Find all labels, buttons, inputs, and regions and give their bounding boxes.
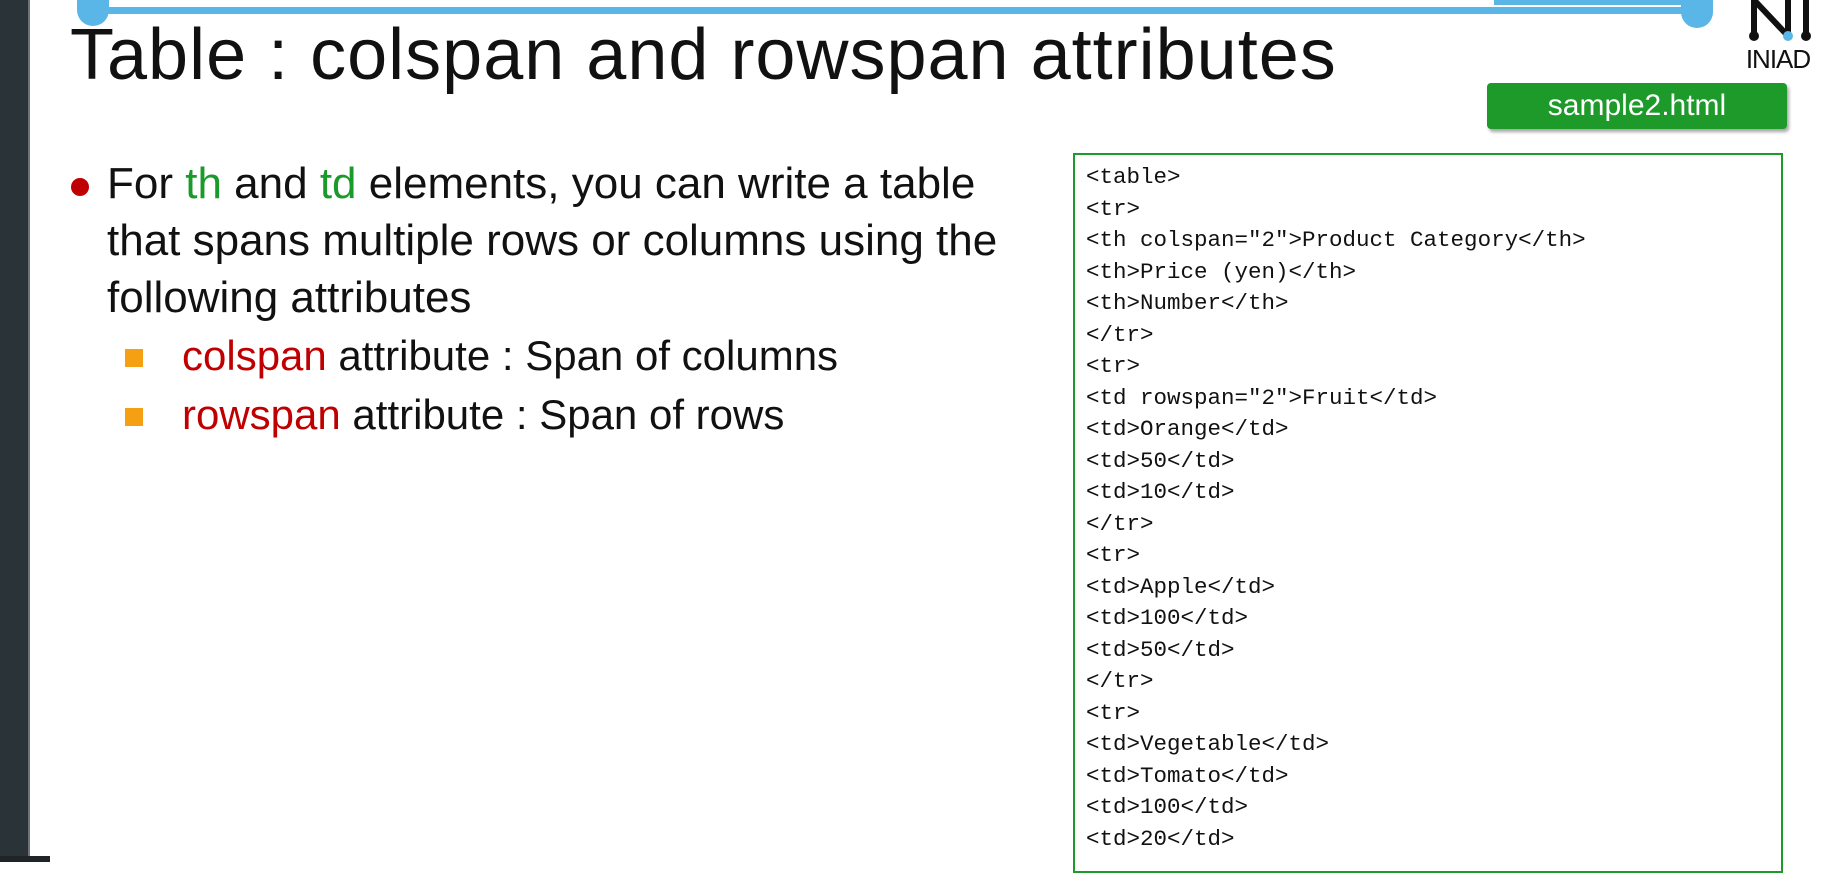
square-bullet-icon <box>125 408 143 426</box>
bottom-corner <box>0 856 50 862</box>
code-line: <td>50</td> <box>1086 447 1235 474</box>
bullet-rest: elements, you can write a table that spa… <box>107 159 998 322</box>
code-line: <td>20</td> <box>1086 825 1235 852</box>
bullet-list: For th and td elements, you can write a … <box>70 155 1060 444</box>
code-line: <td>10</td> <box>1086 479 1235 505</box>
accent-dot-left <box>77 0 109 26</box>
bullet-prefix: For <box>107 159 186 208</box>
code-line: <td rowspan="2">Fruit</td> <box>1086 384 1438 411</box>
top-accent-line <box>95 7 1697 14</box>
code-line: <td>100</td> <box>1086 605 1249 631</box>
code-line: <th>Price (yen)</th> <box>1086 258 1357 285</box>
code-line: <td>Apple</td> <box>1086 573 1276 600</box>
bullet-dot-icon <box>71 178 89 196</box>
iniad-logo-icon <box>1749 0 1811 41</box>
code-sample-box: <table> <tr> <th colspan="2">Product Cat… <box>1073 153 1783 873</box>
code-line: </tr> <box>1086 668 1154 694</box>
code-line: <td>Tomato</td> <box>1086 762 1289 789</box>
logo-text: INIAD <box>1745 44 1811 74</box>
main-bullet: For th and td elements, you can write a … <box>70 155 1060 326</box>
top-accent-tab <box>1494 0 1684 5</box>
keyword-th: th <box>185 159 222 208</box>
code-line: <td>100</td> <box>1086 794 1249 820</box>
sidebar-edge <box>28 0 30 862</box>
code-line: </tr> <box>1086 510 1154 537</box>
code-line: <tr> <box>1086 195 1141 222</box>
sub-bullet-colspan: colspan attribute : Span of columns <box>70 326 1060 385</box>
slide-title: Table : colspan and rowspan attributes <box>70 15 1337 95</box>
code-line: <td>Vegetable</td> <box>1086 731 1330 757</box>
code-line: </tr> <box>1086 321 1154 348</box>
sub-bullet-rowspan: rowspan attribute : Span of rows <box>70 385 1060 444</box>
sub-bullet-text: attribute : Span of rows <box>340 391 785 438</box>
code-line: <table> <box>1086 164 1181 190</box>
code-line: <td>Orange</td> <box>1086 416 1289 442</box>
code-line: <tr> <box>1086 353 1141 379</box>
code-line: <th>Number</th> <box>1086 290 1289 316</box>
code-line: <tr> <box>1086 542 1141 568</box>
code-line: <tr> <box>1086 699 1141 726</box>
bullet-middle: and <box>221 159 320 208</box>
file-name-badge: sample2.html <box>1487 83 1787 129</box>
code-line: <td>50</td> <box>1086 636 1235 663</box>
keyword-td: td <box>319 159 357 208</box>
square-bullet-icon <box>125 349 143 367</box>
left-sidebar-bar <box>0 0 28 862</box>
code-line: <th colspan="2">Product Category</th> <box>1086 227 1586 253</box>
sub-bullet-text: attribute : Span of columns <box>326 332 839 379</box>
keyword-rowspan: rowspan <box>182 391 341 438</box>
keyword-colspan: colspan <box>182 332 327 379</box>
accent-dot-right <box>1681 0 1713 28</box>
